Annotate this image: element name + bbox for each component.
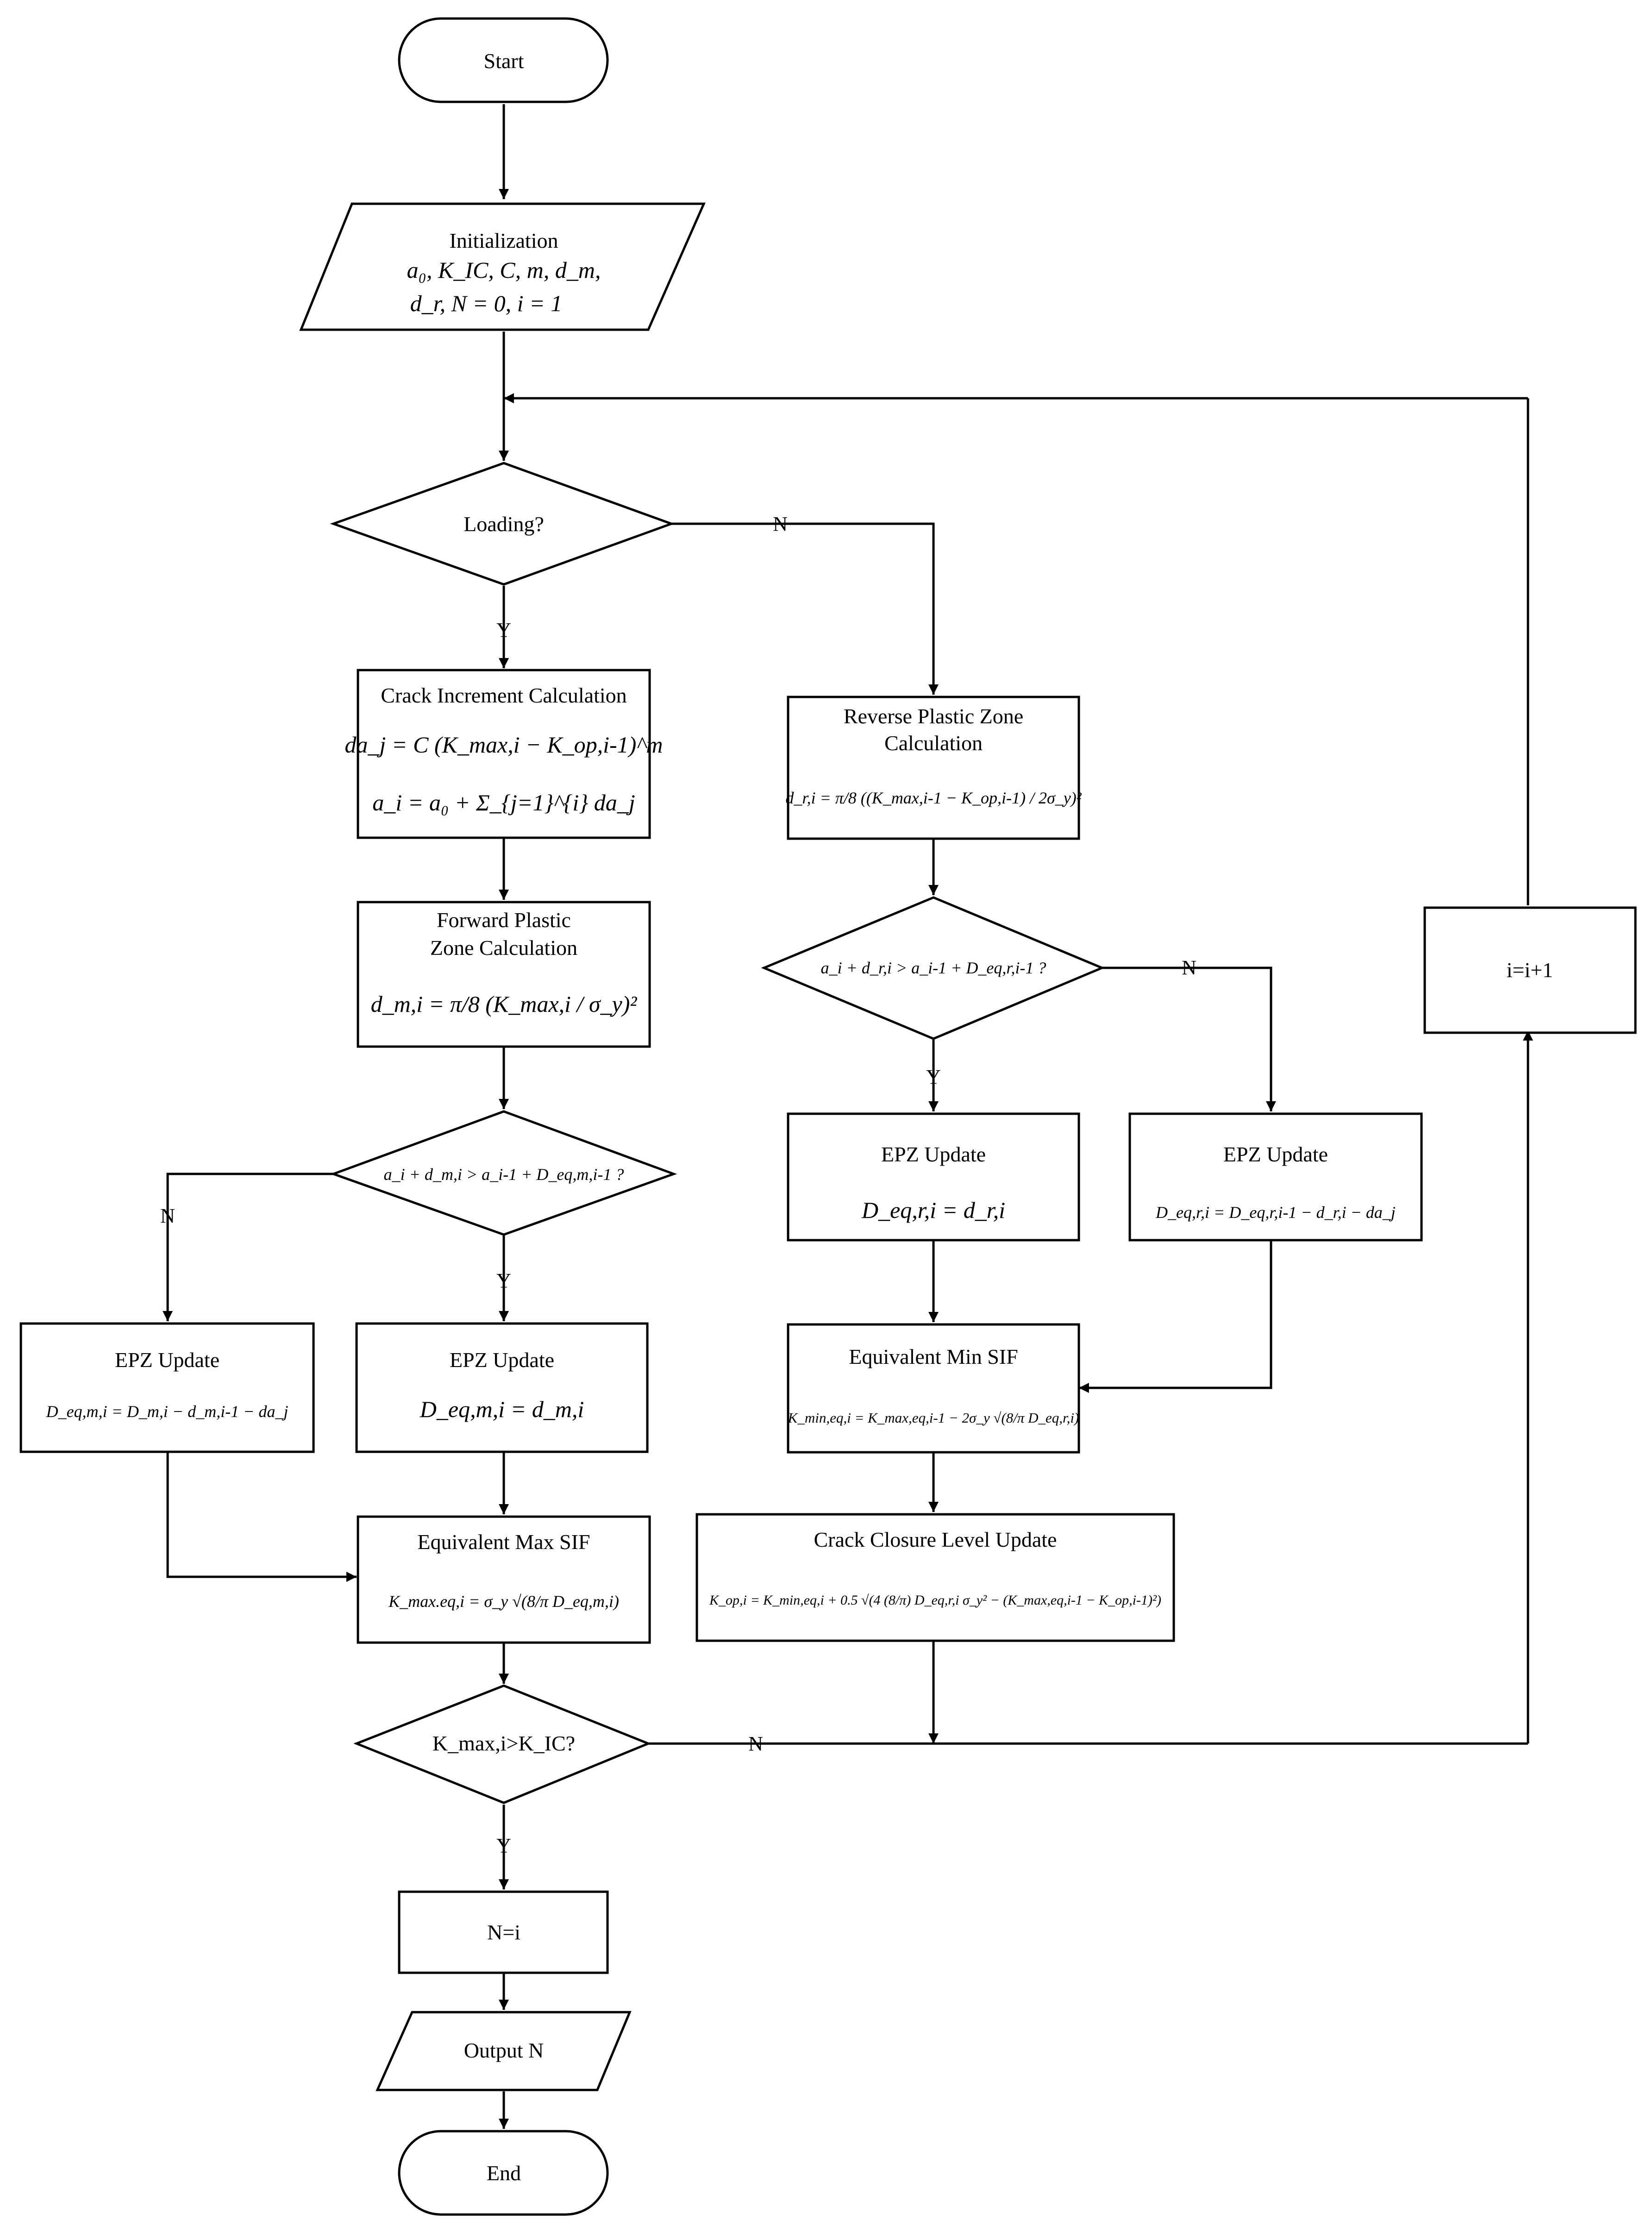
edge-epzmn-eqmax — [166, 1453, 357, 1582]
crack-increment-box: Crack Increment Calculation da_j = C (K_… — [345, 669, 663, 839]
epz-update-r-no-title: EPZ Update — [1223, 1142, 1328, 1166]
n-equals-i-label: N=i — [487, 1920, 520, 1944]
reverse-zone-decision-label: a_i + d_r,i > a_i-1 + D_eq,r,i-1 ? — [821, 959, 1046, 977]
label-decm-yes: Y — [496, 1269, 511, 1292]
forward-plastic-eq: d_m,i = π/8 (K_max,i / σ_y)² — [371, 991, 638, 1017]
reverse-plastic-title1: Reverse Plastic Zone — [844, 704, 1023, 728]
epz-update-r-yes-eq: D_eq,r,i = d_r,i — [861, 1197, 1005, 1223]
output-label: Output N — [464, 2039, 544, 2062]
equivalent-max-sif-eq: K_max.eq,i = σ_y √(8/π D_eq,m,i) — [388, 1592, 619, 1611]
epz-update-m-no-title: EPZ Update — [115, 1348, 219, 1372]
forward-zone-decision: a_i + d_m,i > a_i-1 + D_eq,m,i-1 ? — [330, 1110, 677, 1236]
kic-decision: K_max,i>K_IC? — [353, 1684, 651, 1804]
epz-update-r-yes-title: EPZ Update — [881, 1142, 986, 1166]
crack-increment-title: Crack Increment Calculation — [381, 684, 626, 707]
reverse-plastic-box: Reverse Plastic Zone Calculation d_r,i =… — [786, 696, 1082, 840]
end-terminal: End — [398, 2130, 609, 2216]
crack-increment-eq2: a_i = a₀ + Σ_{j=1}^{i} da_j — [372, 790, 635, 815]
forward-zone-decision-label: a_i + d_m,i > a_i-1 + D_eq,m,i-1 ? — [384, 1165, 624, 1184]
end-label: End — [487, 2161, 521, 2185]
reverse-plastic-eq: d_r,i = π/8 ((K_max,i-1 − K_op,i-1) / 2σ… — [786, 789, 1082, 807]
n-equals-i-box: N=i — [398, 1890, 609, 1974]
output-node: Output N — [375, 2011, 632, 2091]
equivalent-min-sif-title: Equivalent Min SIF — [849, 1345, 1018, 1368]
edge-epzrn-eqmin — [1079, 1241, 1272, 1393]
init-params-line1: a₀, K_IC, C, m, d_m, — [407, 257, 601, 283]
connectors — [163, 104, 1533, 2129]
reverse-zone-decision: a_i + d_r,i > a_i-1 + D_eq,r,i-1 ? — [761, 896, 1105, 1040]
reverse-plastic-title2: Calculation — [884, 731, 982, 755]
label-loading-no: N — [773, 513, 788, 535]
label-decr-no: N — [1182, 956, 1196, 979]
equivalent-min-sif-eq: K_min,eq,i = K_max,eq,i-1 − 2σ_y √(8/π D… — [788, 1410, 1079, 1426]
epz-update-r-no-eq: D_eq,r,i = D_eq,r,i-1 − d_r,i − da_j — [1155, 1203, 1395, 1222]
forward-plastic-title2: Zone Calculation — [430, 936, 577, 960]
label-deck-yes: Y — [496, 1834, 511, 1857]
edge-loading-no — [671, 522, 939, 695]
crack-closure-eq: K_op,i = K_min,eq,i + 0.5 √(4 (8/π) D_eq… — [709, 1593, 1161, 1608]
increment-i-box: i=i+1 — [1423, 906, 1637, 1034]
init-title: Initialization — [450, 229, 558, 252]
equivalent-max-sif-title: Equivalent Max SIF — [418, 1530, 590, 1554]
init-node: Initialization a₀, K_IC, C, m, d_m, d_r,… — [299, 202, 706, 331]
crack-closure-title: Crack Closure Level Update — [814, 1528, 1057, 1551]
crack-closure-box: Crack Closure Level Update K_op,i = K_mi… — [695, 1513, 1175, 1642]
loading-label: Loading? — [463, 512, 544, 536]
edge-decr-no — [1102, 966, 1277, 1112]
start-terminal: Start — [398, 17, 609, 103]
epz-update-r-yes-box: EPZ Update D_eq,r,i = d_r,i — [787, 1112, 1080, 1242]
label-deck-no: N — [748, 1732, 763, 1755]
label-decr-yes: Y — [926, 1066, 941, 1088]
increment-i-label: i=i+1 — [1507, 958, 1553, 982]
forward-plastic-title1: Forward Plastic — [437, 908, 571, 932]
crack-increment-eq1: da_j = C (K_max,i − K_op,i-1)^m — [345, 732, 663, 758]
loading-decision: Loading? — [330, 462, 675, 586]
equivalent-min-sif-box: Equivalent Min SIF K_min,eq,i = K_max,eq… — [787, 1323, 1080, 1454]
equivalent-max-sif-box: Equivalent Max SIF K_max.eq,i = σ_y √(8/… — [357, 1515, 651, 1644]
epz-update-m-yes-title: EPZ Update — [450, 1348, 554, 1372]
epz-update-r-no-box: EPZ Update D_eq,r,i = D_eq,r,i-1 − d_r,i… — [1128, 1112, 1423, 1242]
edge-decm-no — [163, 1173, 334, 1322]
forward-plastic-box: Forward Plastic Zone Calculation d_m,i =… — [357, 901, 651, 1048]
kic-decision-label: K_max,i>K_IC? — [432, 1731, 575, 1755]
epz-update-m-yes-eq: D_eq,m,i = d_m,i — [419, 1396, 584, 1422]
init-params-line2: d_r, N = 0, i = 1 — [410, 290, 563, 316]
label-loading-yes: Y — [496, 619, 511, 641]
epz-update-m-yes-box: EPZ Update D_eq,m,i = d_m,i — [355, 1322, 649, 1453]
epz-update-m-no-box: EPZ Update D_eq,m,i = D_m,i − d_m,i-1 − … — [19, 1322, 315, 1453]
label-decm-no: N — [160, 1204, 175, 1227]
edge-labels: N Y N Y N Y N Y — [160, 513, 1196, 1857]
start-label: Start — [484, 49, 524, 73]
epz-update-m-no-eq: D_eq,m,i = D_m,i − d_m,i-1 − da_j — [46, 1402, 288, 1421]
